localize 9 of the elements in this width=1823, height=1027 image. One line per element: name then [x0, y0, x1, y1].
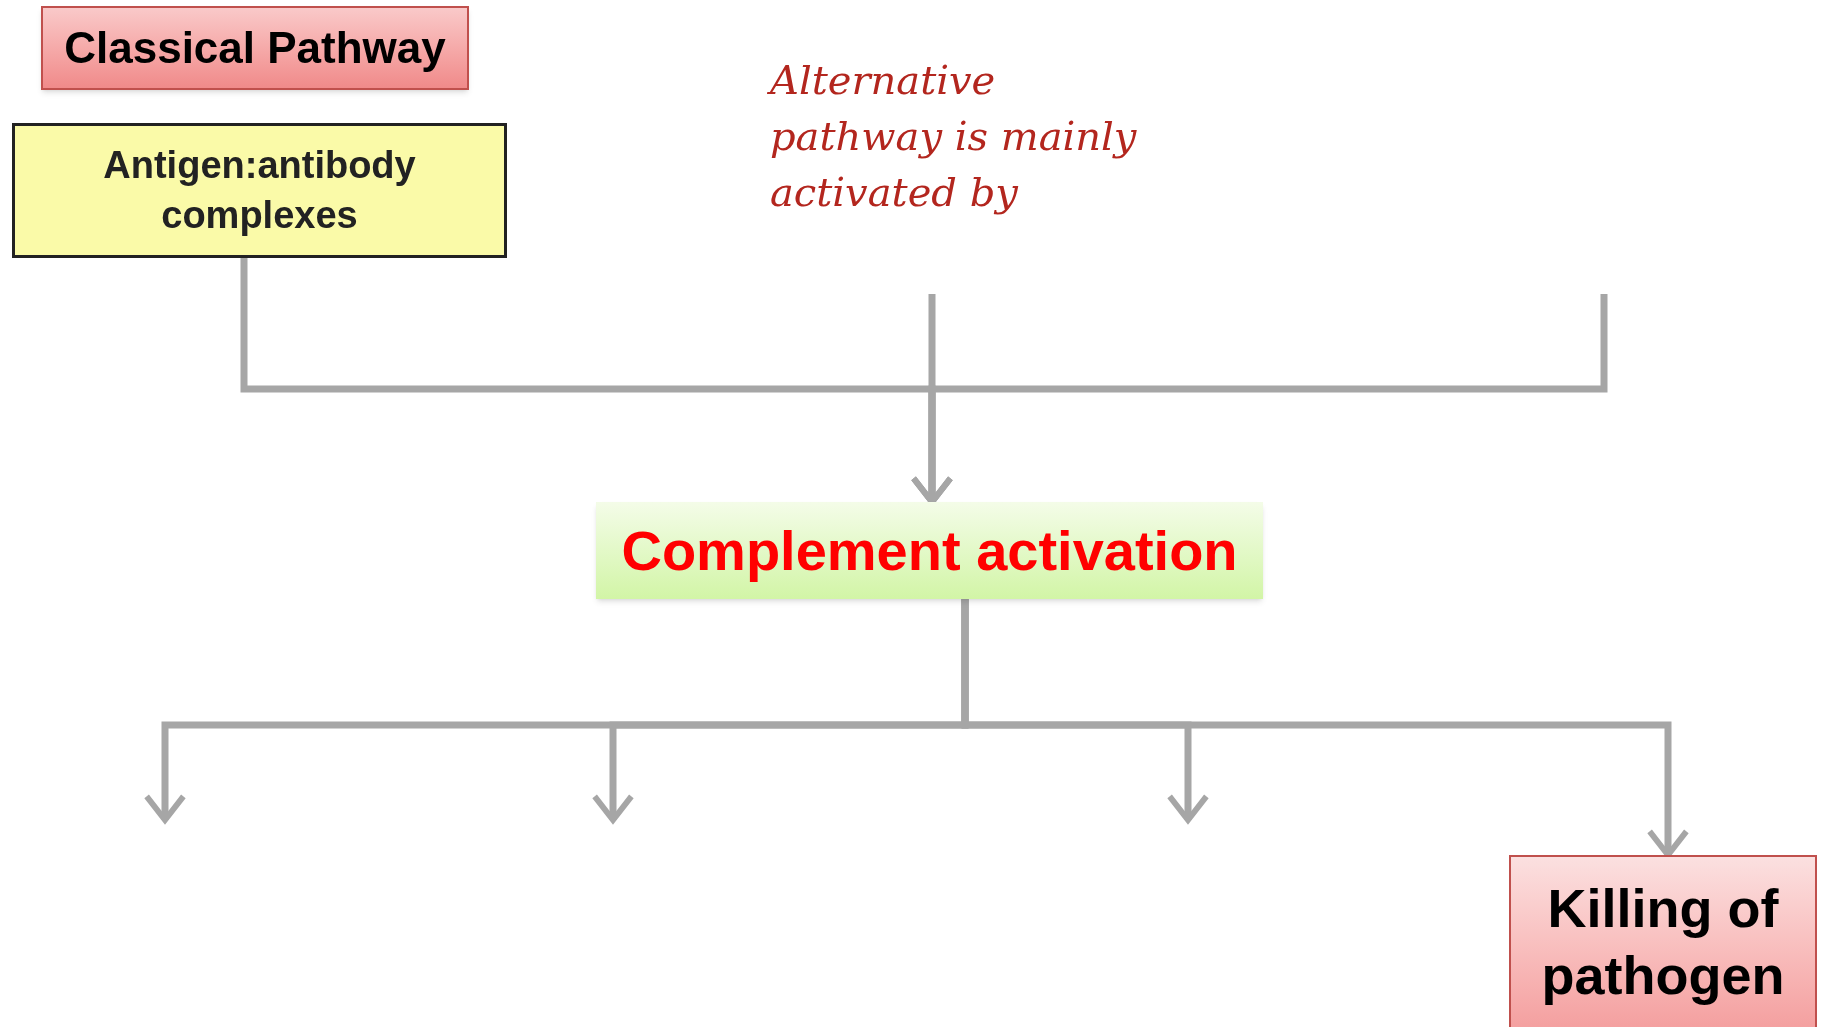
process-box [596, 502, 1263, 599]
arrow [961, 599, 1690, 858]
process-box [12, 123, 507, 258]
node-text: Classical Pathway [64, 22, 446, 74]
outcome-box [1509, 855, 1817, 1027]
title-box [41, 6, 469, 90]
node-text: Antigen:antibody complexes [102, 143, 417, 238]
node-text: Complement activation [621, 517, 1238, 584]
node-text: Killing of pathogen [1540, 876, 1786, 1007]
